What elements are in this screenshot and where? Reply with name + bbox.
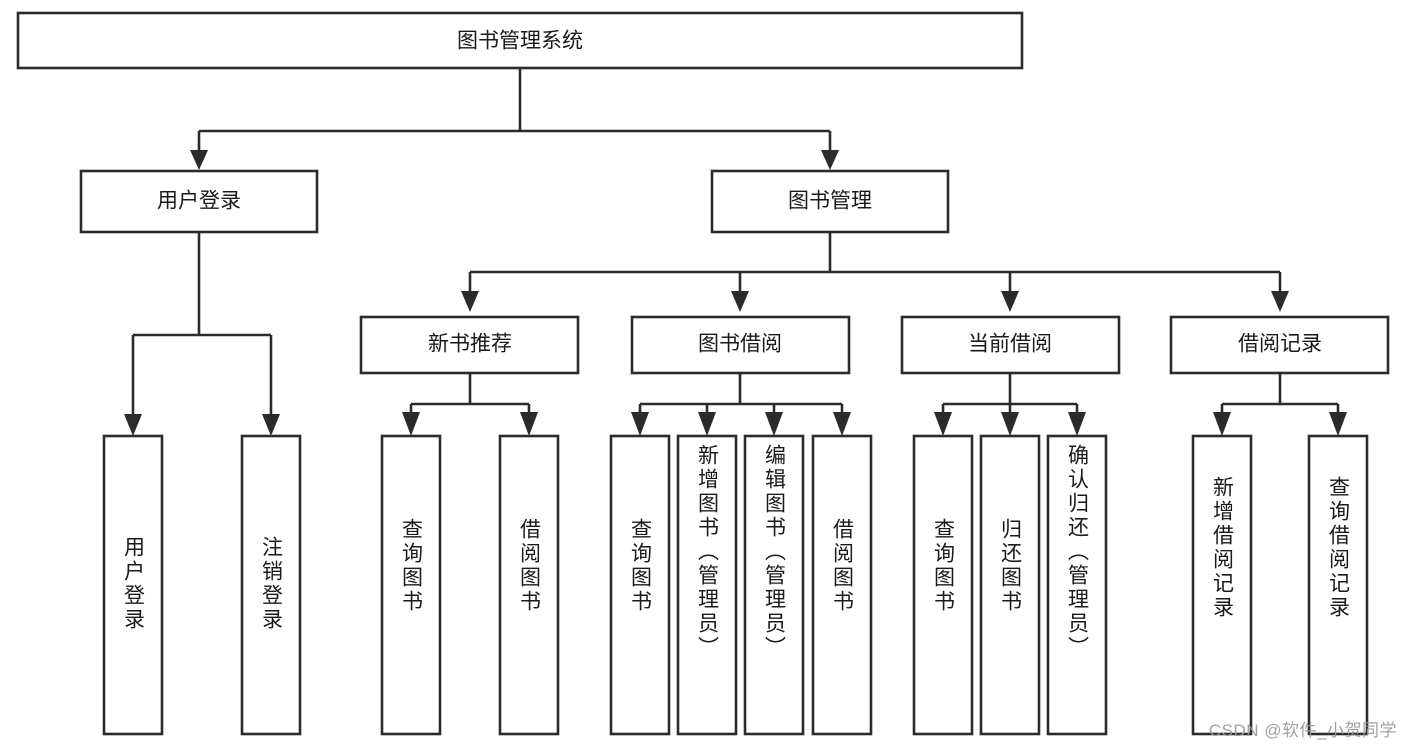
arrow-to-leaf (262, 414, 280, 436)
leaf-box-confirm-return-admin[interactable] (1046, 434, 1108, 736)
arrow-to-leaf (124, 414, 142, 436)
book-management-label: 图书管理 (788, 190, 872, 213)
leaf-box-logout[interactable] (240, 434, 302, 736)
node-book-management[interactable]: 图书管理 (710, 169, 950, 234)
connector-current-borrow-to-leaves (934, 373, 1086, 436)
leaf-box-query-book-3[interactable] (912, 434, 974, 736)
arrow-to-leaf (520, 412, 538, 436)
node-borrow-record[interactable]: 借阅记录 (1169, 315, 1390, 375)
node-user-login[interactable]: 用户登录 (79, 169, 319, 234)
new-book-recommend-box[interactable] (359, 315, 580, 375)
leaf-box-edit-book-admin[interactable] (743, 434, 805, 736)
node-new-book-recommend[interactable]: 新书推荐 (359, 315, 580, 375)
node-book-borrow[interactable]: 图书借阅 (630, 315, 851, 375)
arrow-to-current-borrow (1001, 291, 1019, 312)
leaf-box-return-book[interactable] (979, 434, 1041, 736)
arrow-to-leaf (934, 412, 952, 436)
arrow-to-leaf (402, 412, 420, 436)
arrow-to-leaf (1213, 412, 1231, 436)
current-borrow-label: 当前借阅 (968, 333, 1052, 356)
leaf-box-add-borrow-record[interactable] (1191, 434, 1253, 736)
root-label: 图书管理系统 (457, 30, 583, 53)
arrow-to-book-management (821, 150, 839, 170)
connector-new-book-to-leaves (402, 373, 538, 436)
csdn-watermark: CSDN @软件_小贺同学 (1208, 721, 1397, 740)
arrow-to-leaf (698, 412, 716, 436)
arrow-to-leaf (631, 412, 649, 436)
current-borrow-box[interactable] (900, 315, 1121, 375)
arrow-to-book-borrow (731, 291, 749, 312)
root-box[interactable] (16, 11, 1024, 70)
leaf-box-query-borrow-record[interactable] (1307, 434, 1369, 736)
connector-root-to-level2 (190, 68, 839, 170)
arrow-to-borrow-record (1271, 291, 1289, 312)
connector-book-management-to-level3 (461, 232, 1289, 312)
leaf-box-add-book-admin[interactable] (676, 434, 738, 736)
connector-book-borrow-to-leaves (631, 373, 851, 436)
arrow-to-leaf (1001, 412, 1019, 436)
arrow-to-new-book (461, 291, 479, 312)
leaf-box-query-book-2[interactable] (609, 434, 671, 736)
node-root[interactable]: 图书管理系统 (16, 11, 1024, 70)
node-current-borrow[interactable]: 当前借阅 (900, 315, 1121, 375)
connector-borrow-record-to-leaves (1213, 373, 1347, 436)
arrow-to-user-login (190, 150, 208, 170)
user-login-label: 用户登录 (157, 190, 241, 213)
borrow-record-label: 借阅记录 (1238, 333, 1322, 356)
arrow-to-leaf (833, 412, 851, 436)
book-borrow-label: 图书借阅 (698, 333, 782, 356)
user-login-box[interactable] (79, 169, 319, 234)
connector-user-login-to-leaves (124, 232, 280, 436)
leaf-box-user-login[interactable] (102, 434, 164, 736)
leaf-box-borrow-book-1[interactable] (498, 434, 560, 736)
leaf-box-borrow-book-2[interactable] (811, 434, 873, 736)
new-book-recommend-label: 新书推荐 (428, 333, 512, 356)
leaf-box-query-book-1[interactable] (380, 434, 442, 736)
arrow-to-leaf (1068, 412, 1086, 436)
arrow-to-leaf (1329, 412, 1347, 436)
arrow-to-leaf (765, 412, 783, 436)
